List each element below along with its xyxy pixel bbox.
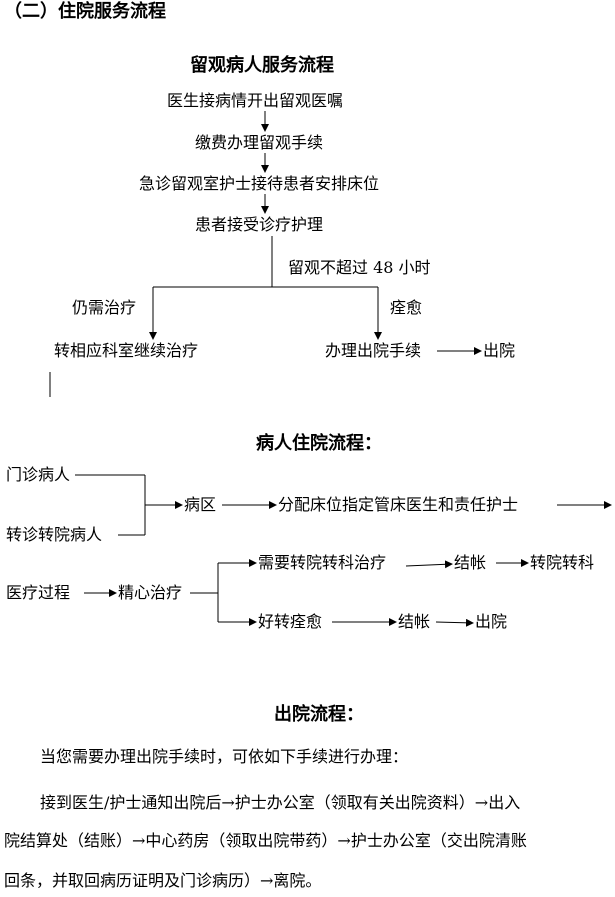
adm-lower-branch: 好转痊愈 — [258, 612, 323, 631]
adm-process: 医疗过程 — [6, 583, 71, 602]
adm-source-1: 门诊病人 — [6, 465, 71, 484]
admission-flow-title: 病人住院流程： — [256, 433, 382, 454]
adm-upper-settle: 结帐 — [454, 553, 487, 572]
obs-step-3: 急诊留观室护士接待患者安排床位 — [139, 174, 380, 193]
observation-flow-title: 留观病人服务流程 — [190, 55, 334, 76]
adm-upper-final: 转院转科 — [530, 553, 595, 572]
discharge-line-2: 院结算处（结账）→中心药房（领取出院带药）→护士办公室（交出院清账 — [4, 831, 527, 850]
obs-split-label: 留观不超过 48 小时 — [288, 258, 431, 277]
discharge-line-3: 回条，并取回病历证明及门诊病历）→离院。 — [4, 871, 322, 890]
adm-lower-final-arrow — [435, 618, 474, 627]
discharge-title: 出院流程： — [274, 704, 364, 725]
adm-ward: 病区 — [184, 495, 217, 514]
obs-step-2: 缴费办理留观手续 — [195, 133, 324, 152]
obs-branch-right-final: 出院 — [483, 341, 516, 360]
adm-source-2: 转诊转院病人 — [6, 525, 103, 544]
section-heading: （二）住院服务流程 — [4, 1, 166, 22]
adm-upper-settle-arrow — [405, 560, 453, 569]
discharge-line-1: 接到医生/护士通知出院后→护士办公室（领取有关出院资料）→出入 — [40, 793, 521, 812]
discharge-intro: 当您需要办理出院手续时，可依如下手续进行办理： — [40, 747, 409, 766]
adm-treatment: 精心治疗 — [118, 583, 183, 602]
obs-branch-right-label: 痊愈 — [390, 298, 423, 317]
adm-upper-branch: 需要转院转科治疗 — [258, 553, 387, 572]
obs-branch-left-result: 转相应科室继续治疗 — [54, 341, 199, 360]
adm-lower-settle: 结帐 — [398, 612, 431, 631]
obs-step-1: 医生接病情开出留观医嘱 — [167, 91, 344, 110]
obs-branch-left-label: 仍需治疗 — [72, 298, 137, 317]
obs-step-4: 患者接受诊疗护理 — [195, 215, 324, 234]
adm-assign: 分配床位指定管床医生和责任护士 — [278, 495, 519, 514]
obs-branch-right-result: 办理出院手续 — [325, 341, 422, 360]
adm-lower-final: 出院 — [475, 612, 508, 631]
